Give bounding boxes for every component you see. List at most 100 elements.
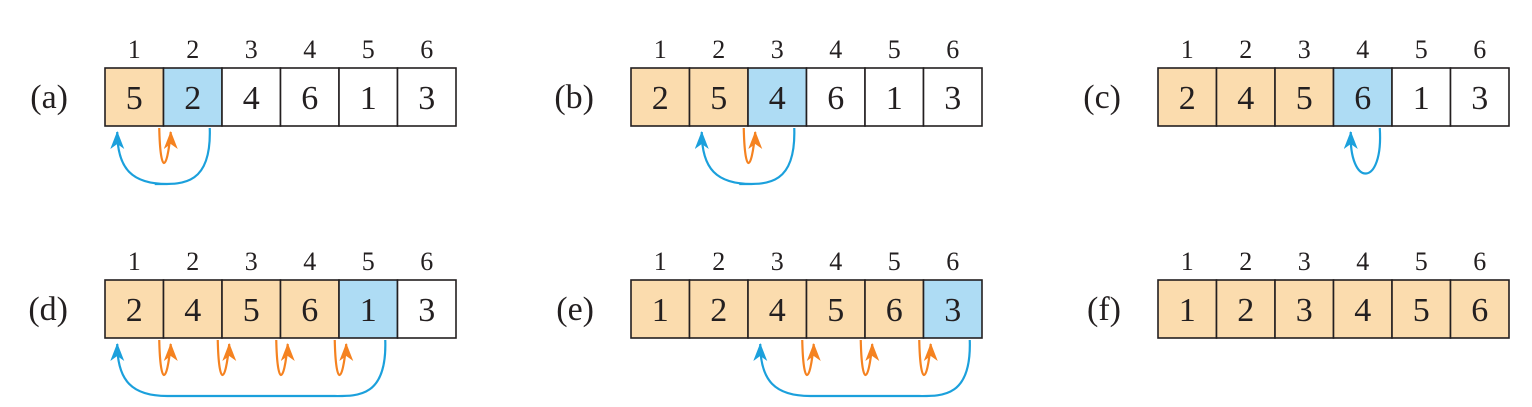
index-label: 3 xyxy=(771,35,784,64)
unsorted-cell xyxy=(338,67,399,127)
index-label: 4 xyxy=(303,35,316,64)
index-label: 2 xyxy=(186,35,199,64)
key-cell xyxy=(922,279,983,339)
sorted-cell xyxy=(805,279,866,339)
cell-value: 3 xyxy=(1296,292,1313,329)
cell-value: 4 xyxy=(243,80,260,117)
cell-value: 4 xyxy=(769,292,786,329)
index-label: 6 xyxy=(1473,247,1486,276)
cell-value: 4 xyxy=(184,292,201,329)
shift-arrow xyxy=(275,339,295,377)
cell-value: 3 xyxy=(944,80,961,117)
shift-arrow xyxy=(158,127,178,165)
panel-label: (e) xyxy=(556,291,594,328)
cell-value: 6 xyxy=(827,80,844,117)
shift-arrow xyxy=(742,127,763,165)
index-label: 1 xyxy=(128,35,141,64)
cell-value: 5 xyxy=(827,292,844,329)
index-label: 6 xyxy=(1473,35,1486,64)
cell-value: 2 xyxy=(126,292,143,329)
index-label: 3 xyxy=(1298,35,1311,64)
index-label: 6 xyxy=(420,35,433,64)
index-label: 2 xyxy=(712,247,725,276)
sorted-cell xyxy=(104,67,165,127)
index-label: 4 xyxy=(829,247,842,276)
insert-arrow xyxy=(753,339,971,398)
cell-value: 2 xyxy=(652,80,669,117)
cell-value: 3 xyxy=(418,80,435,117)
index-label: 1 xyxy=(128,247,141,276)
cell-value: 5 xyxy=(126,80,143,117)
shift-arrow xyxy=(333,339,354,377)
sorted-cell xyxy=(1332,279,1393,339)
insert-arrow xyxy=(694,127,796,186)
cell-value: 1 xyxy=(360,292,377,329)
index-label: 6 xyxy=(946,247,959,276)
cell-value: 1 xyxy=(360,80,377,117)
index-label: 5 xyxy=(1415,247,1428,276)
sorted-cell xyxy=(221,279,282,339)
cell-value: 1 xyxy=(886,80,903,117)
cell-value: 3 xyxy=(944,292,961,329)
cell-value: 5 xyxy=(243,292,260,329)
cell-value: 3 xyxy=(1471,80,1488,117)
sorted-cell xyxy=(1157,67,1218,127)
index-label: 5 xyxy=(888,247,901,276)
unsorted-cell xyxy=(396,279,457,339)
index-label: 4 xyxy=(1356,247,1369,276)
unsorted-cell xyxy=(805,67,866,127)
index-label: 2 xyxy=(712,35,725,64)
insert-arrow xyxy=(110,339,387,398)
index-label: 2 xyxy=(1239,247,1252,276)
sorted-cell xyxy=(1215,67,1276,127)
key-cell xyxy=(1332,67,1393,127)
sorted-cell xyxy=(279,279,340,339)
cell-value: 6 xyxy=(301,292,318,329)
sorted-cell xyxy=(162,279,223,339)
sorted-cell xyxy=(1274,279,1335,339)
index-label: 2 xyxy=(186,247,199,276)
cell-value: 1 xyxy=(1413,80,1430,117)
sorted-cell xyxy=(1391,279,1452,339)
sorted-cell xyxy=(1449,279,1510,339)
cell-value: 2 xyxy=(1237,292,1254,329)
sorted-cell xyxy=(864,279,925,339)
key-cell xyxy=(162,67,223,127)
unsorted-cell xyxy=(1449,67,1510,127)
index-label: 1 xyxy=(1181,35,1194,64)
insert-arrow xyxy=(1343,127,1382,175)
sorted-cell xyxy=(1215,279,1276,339)
cell-value: 6 xyxy=(886,292,903,329)
index-label: 3 xyxy=(245,35,258,64)
unsorted-cell xyxy=(1391,67,1452,127)
unsorted-cell xyxy=(396,67,457,127)
index-label: 1 xyxy=(654,247,667,276)
cell-value: 6 xyxy=(301,80,318,117)
panel-label: (a) xyxy=(30,79,68,116)
cell-value: 4 xyxy=(1354,292,1371,329)
index-label: 1 xyxy=(1181,247,1194,276)
unsorted-cell xyxy=(221,67,282,127)
cell-value: 2 xyxy=(1179,80,1196,117)
index-label: 4 xyxy=(1356,35,1369,64)
insert-arrow xyxy=(110,127,211,186)
index-label: 3 xyxy=(771,247,784,276)
cell-value: 5 xyxy=(1296,80,1313,117)
cell-value: 4 xyxy=(769,80,786,117)
cell-value: 1 xyxy=(652,292,669,329)
key-cell xyxy=(747,67,808,127)
index-label: 5 xyxy=(888,35,901,64)
index-label: 3 xyxy=(245,247,258,276)
index-label: 5 xyxy=(362,35,375,64)
panel-label: (d) xyxy=(28,291,68,328)
sorted-cell xyxy=(688,279,749,339)
sorted-cell xyxy=(688,67,749,127)
index-label: 1 xyxy=(654,35,667,64)
index-label: 4 xyxy=(829,35,842,64)
panel-label: (b) xyxy=(554,79,594,116)
